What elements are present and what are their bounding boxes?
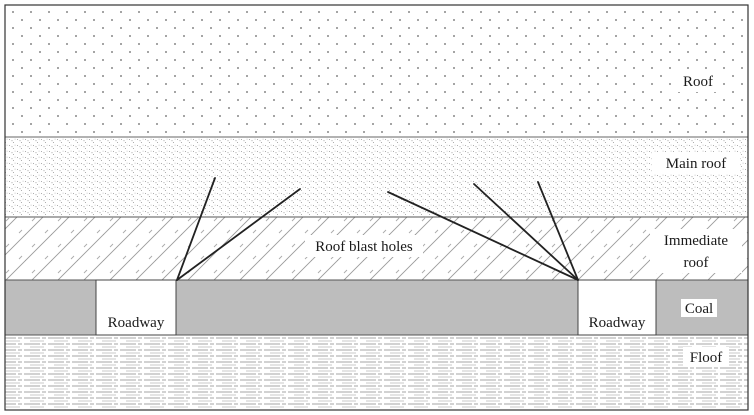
- blast-hole-line: [387, 191, 579, 281]
- immediate-roof-label-line2: roof: [684, 255, 709, 271]
- blast-hole-line: [537, 181, 579, 281]
- floor-layer: [5, 335, 748, 410]
- blast-holes-label: Roof blast holes: [315, 239, 413, 255]
- label-bg: [674, 70, 722, 92]
- floor-label: Floof: [690, 350, 723, 366]
- label-bg: [650, 229, 742, 273]
- label-bg: [683, 347, 729, 367]
- main-roof-layer: [5, 137, 748, 217]
- blast-hole-line: [176, 177, 216, 281]
- roof-layer: [5, 5, 748, 137]
- roadway-right: [577, 279, 657, 336]
- blast-hole-line: [176, 188, 301, 281]
- diagram-frame: [4, 4, 749, 411]
- immediate-roof-label-line1: Immediate: [664, 233, 728, 249]
- roadway-right-label: Roadway: [589, 315, 646, 331]
- blast-hole-line: [473, 183, 579, 281]
- blast-holes: [176, 177, 579, 281]
- roadway-left: [95, 279, 177, 336]
- label-bg: [681, 299, 717, 317]
- roof-label: Roof: [683, 74, 713, 90]
- main-roof-label: Main roof: [666, 156, 726, 172]
- label-bg: [652, 152, 740, 174]
- coal-label: Coal: [685, 301, 713, 317]
- roadway-left-label: Roadway: [108, 315, 165, 331]
- label-bg: [305, 235, 423, 257]
